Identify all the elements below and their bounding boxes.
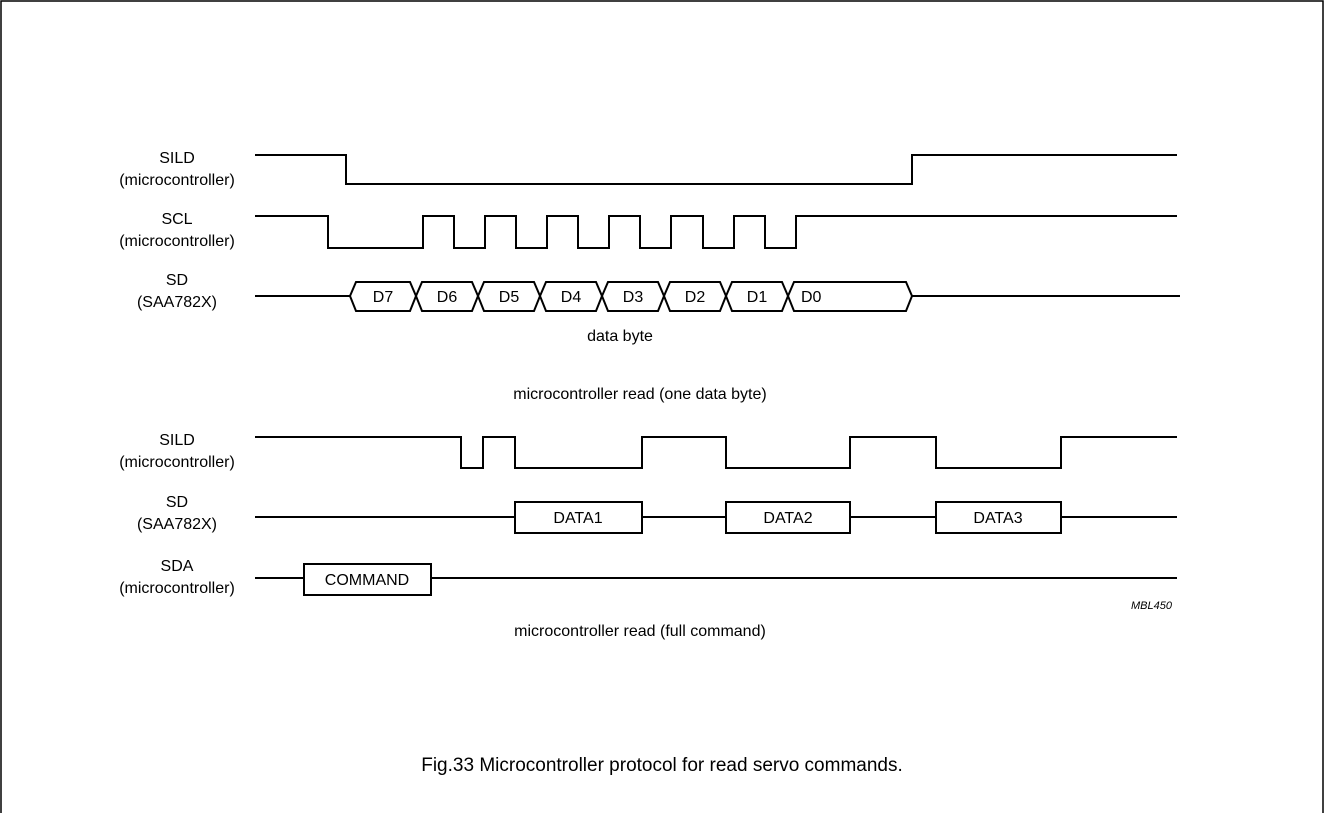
data2-block xyxy=(725,501,851,534)
scl-name: SCL xyxy=(161,211,192,228)
bit-label-d4: D4 xyxy=(561,289,582,306)
section-title-full-command: microcontroller read (full command) xyxy=(514,623,766,640)
data3-block xyxy=(935,501,1062,534)
bit-cell-d0 xyxy=(786,281,914,312)
scl-waveform xyxy=(255,215,1177,249)
bit-label-d3: D3 xyxy=(623,289,644,306)
command-block xyxy=(303,563,432,596)
bit-label-d7: D7 xyxy=(373,289,394,306)
sd-data-bits: D7 D6 D5 D4 D3 D2 D1 D0 xyxy=(348,281,914,312)
sild-top-source: (microcontroller) xyxy=(119,172,235,189)
reference-code: MBL450 xyxy=(1131,600,1173,612)
bit-label-d5: D5 xyxy=(499,289,520,306)
sild-bottom-waveform xyxy=(255,436,1177,469)
sild-top-waveform xyxy=(255,154,1177,185)
data1-block xyxy=(514,501,643,534)
command-label: COMMAND xyxy=(325,572,409,589)
figure-caption: Fig.33 Microcontroller protocol for read… xyxy=(421,755,903,776)
data1-label: DATA1 xyxy=(553,510,602,527)
sild-bottom-source: (microcontroller) xyxy=(119,454,235,471)
scl-source: (microcontroller) xyxy=(119,233,235,250)
bit-label-d6: D6 xyxy=(437,289,458,306)
bit-label-d0: D0 xyxy=(801,289,822,306)
sd-bottom-source: (SAA782X) xyxy=(137,516,217,533)
data3-label: DATA3 xyxy=(973,510,1022,527)
sild-top-name: SILD xyxy=(159,150,195,167)
sd-top-name: SD xyxy=(166,272,188,289)
bit-label-d2: D2 xyxy=(685,289,706,306)
bit-label-d1: D1 xyxy=(747,289,768,306)
sda-name: SDA xyxy=(161,558,194,575)
sd-bottom-name: SD xyxy=(166,494,188,511)
section-title-one-byte: microcontroller read (one data byte) xyxy=(513,386,766,403)
data-byte-label: data byte xyxy=(587,328,653,345)
sda-source: (microcontroller) xyxy=(119,580,235,597)
data2-label: DATA2 xyxy=(763,510,812,527)
sd-top-source: (SAA782X) xyxy=(137,294,217,311)
sild-bottom-name: SILD xyxy=(159,432,195,449)
